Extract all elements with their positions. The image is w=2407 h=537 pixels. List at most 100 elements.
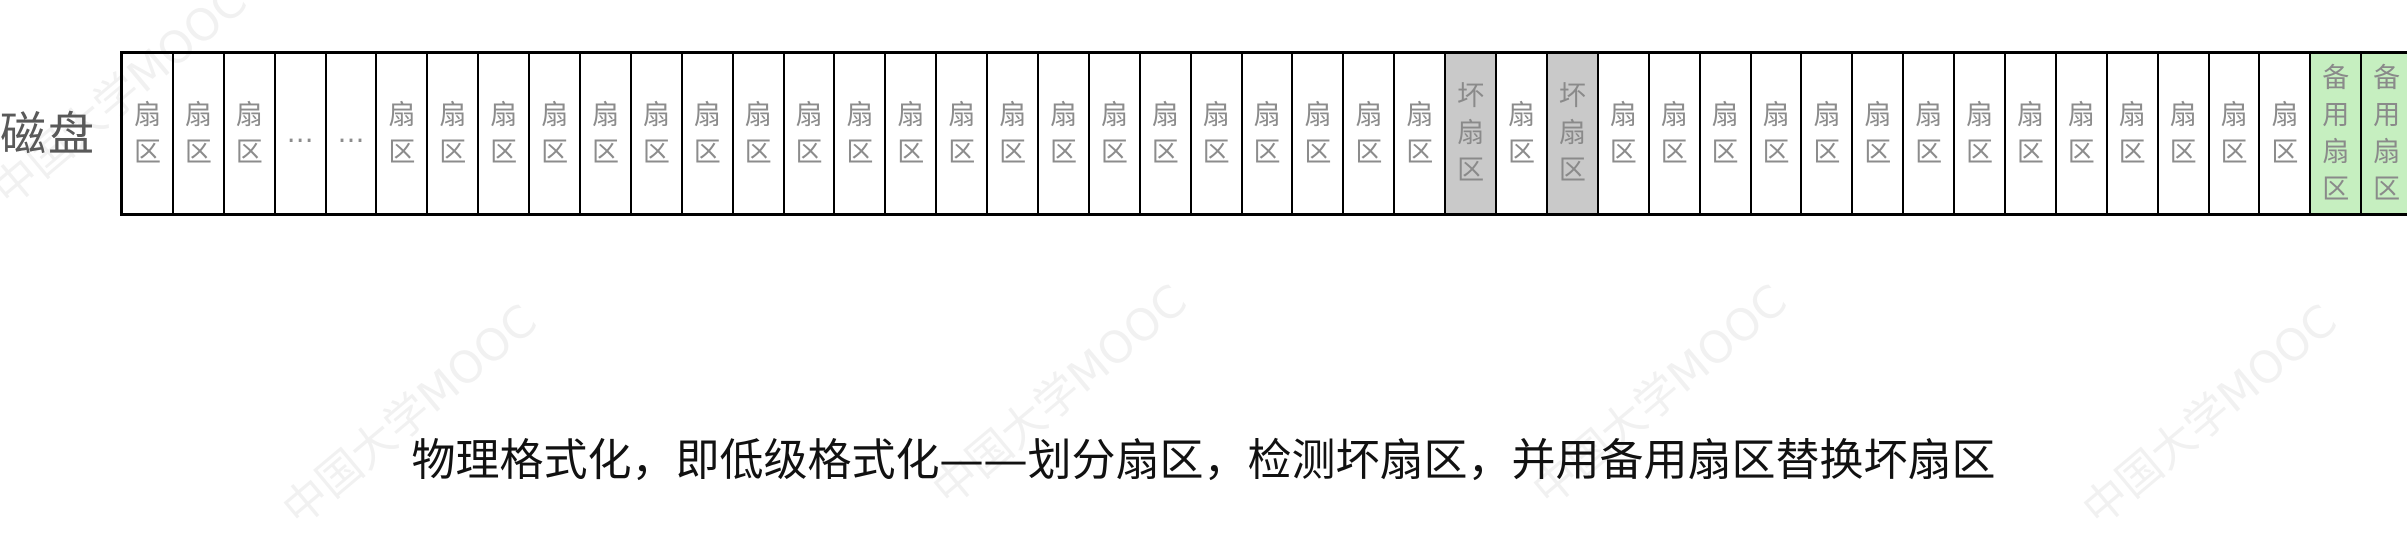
sector: 扇区 xyxy=(1599,54,1650,213)
watermark: 中国大学MOOC xyxy=(2073,295,2347,536)
sector-label-char: 扇 xyxy=(846,99,874,131)
sector-label-char: 区 xyxy=(642,136,670,168)
sector-label-char: 扇 xyxy=(1711,99,1739,131)
sector-label-char: 扇 xyxy=(1813,99,1841,131)
sector: 扇区 xyxy=(2057,54,2108,213)
sector-label-char: 扇 xyxy=(1304,99,1332,131)
sector-label-char: 扇 xyxy=(1507,99,1535,131)
sector-label-char: 扇 xyxy=(2220,99,2248,131)
sector-label-char: 用 xyxy=(2373,99,2401,131)
sector-label-char: 坏 xyxy=(1457,81,1485,112)
ellipsis-cell: … xyxy=(276,54,327,213)
sector: 扇区 xyxy=(1141,54,1192,213)
sector: 扇区 xyxy=(1243,54,1294,213)
sector-label-char: 区 xyxy=(846,136,874,168)
sector-label-char: 区 xyxy=(1762,136,1790,168)
sector: 扇区 xyxy=(123,54,174,213)
spare-sector: 备用扇区 xyxy=(2311,54,2363,213)
sector-label-char: 扇 xyxy=(642,99,670,131)
sector: 扇区 xyxy=(1039,54,1090,213)
sector-label-char: 扇 xyxy=(999,99,1027,131)
disk-label: 磁盘 xyxy=(0,107,96,161)
sector-label-char: 扇 xyxy=(133,99,161,131)
sector-label-char: 扇 xyxy=(184,99,212,131)
sector-label-char: 扇 xyxy=(490,99,518,131)
sector: 扇区 xyxy=(683,54,734,213)
sector-label-char: 扇 xyxy=(744,99,772,131)
sector-label-char: 扇 xyxy=(1253,99,1281,131)
sector: 扇区 xyxy=(2108,54,2159,213)
sector-label-char: 区 xyxy=(1660,136,1688,168)
sector-label-char: 扇 xyxy=(1202,99,1230,131)
sector-label-char: 区 xyxy=(1253,136,1281,168)
sector: 扇区 xyxy=(785,54,836,213)
sector-label-char: 区 xyxy=(897,136,925,168)
sector-label-char: 区 xyxy=(490,136,518,168)
sector-label-char: 区 xyxy=(2220,136,2248,168)
sector-label-char: 区 xyxy=(439,136,467,168)
sector: 扇区 xyxy=(1955,54,2006,213)
sector: 扇区 xyxy=(428,54,480,213)
sector: 扇区 xyxy=(174,54,225,213)
sector-label-char: 区 xyxy=(1711,136,1739,168)
sector-label-char: 区 xyxy=(1049,136,1077,168)
sector-label-char: 区 xyxy=(1864,136,1892,168)
sector-label-char: 区 xyxy=(1966,136,1993,168)
sector-label-char: 区 xyxy=(1609,136,1637,168)
sector-label-char: 扇 xyxy=(948,99,976,131)
sector-label-char: 区 xyxy=(2373,173,2401,205)
sector-label-char: 扇 xyxy=(1558,118,1586,149)
sector-label-char: 区 xyxy=(1813,136,1841,168)
sector-strip: 扇区扇区扇区……扇区扇区扇区扇区扇区扇区扇区扇区扇区扇区扇区扇区扇区扇区扇区扇区… xyxy=(120,51,2407,216)
sector-label-char: 区 xyxy=(1151,136,1179,168)
sector-label-char: 区 xyxy=(2016,136,2044,168)
sector-label-char: 扇 xyxy=(897,99,925,131)
sector: 扇区 xyxy=(734,54,785,213)
sector-label-char: 扇 xyxy=(1049,99,1077,131)
spare-sector: 备用扇区 xyxy=(2362,54,2407,213)
sector: 扇区 xyxy=(530,54,582,213)
sector-label-char: 扇 xyxy=(2016,99,2044,131)
sector: 扇区 xyxy=(1395,54,1447,213)
sector-label-char: 区 xyxy=(1202,136,1230,168)
sector-label-char: 区 xyxy=(1558,155,1586,186)
sector-label-char: 扇 xyxy=(1355,99,1383,131)
sector-label-char: 扇 xyxy=(1762,99,1790,131)
sector-label-char: 扇 xyxy=(1151,99,1179,131)
sector-label-char: 备 xyxy=(2322,62,2350,94)
sector-label-char: 扇 xyxy=(693,99,721,131)
sector: 扇区 xyxy=(1497,54,1548,213)
sector-label-char: 扇 xyxy=(1966,99,1993,131)
sector: 扇区 xyxy=(1090,54,1141,213)
sector-label-char: 扇 xyxy=(235,99,263,131)
sector-label-char: 区 xyxy=(795,136,823,168)
ellipsis-cell: … xyxy=(327,54,378,213)
sector-label-char: 区 xyxy=(2322,173,2350,205)
sector-label-char: 扇 xyxy=(2373,136,2401,168)
sector-label-char: 区 xyxy=(1100,136,1128,168)
sector-label-char: 区 xyxy=(1915,136,1943,168)
sector: 扇区 xyxy=(1904,54,1956,213)
sector: 扇区 xyxy=(1701,54,1752,213)
sector: 扇区 xyxy=(2006,54,2057,213)
sector-label-char: … xyxy=(286,118,314,149)
watermark: 中国大学MOOC xyxy=(273,295,547,536)
sector-label-char: 区 xyxy=(1457,155,1485,186)
sector-label-char: 扇 xyxy=(2322,136,2350,168)
sector-label-char: 区 xyxy=(693,136,721,168)
sector: 扇区 xyxy=(1752,54,1803,213)
sector: 扇区 xyxy=(988,54,1040,213)
bad-sector: 坏扇区 xyxy=(1446,54,1498,213)
sector: 扇区 xyxy=(886,54,938,213)
sector-label-char: 扇 xyxy=(541,99,569,131)
bad-sector: 坏扇区 xyxy=(1547,54,1599,213)
sector-label-char: 用 xyxy=(2322,99,2350,131)
sector-label-char: 扇 xyxy=(2067,99,2095,131)
sector-label-char: 区 xyxy=(388,136,416,168)
sector-label-char: 扇 xyxy=(2169,99,2197,131)
sector-label-char: 区 xyxy=(1355,136,1383,168)
sector-label-char: 扇 xyxy=(1660,99,1688,131)
sector-label-char: 区 xyxy=(1507,136,1535,168)
sector-label-char: 区 xyxy=(999,136,1027,168)
sector-label-char: 扇 xyxy=(388,99,416,131)
